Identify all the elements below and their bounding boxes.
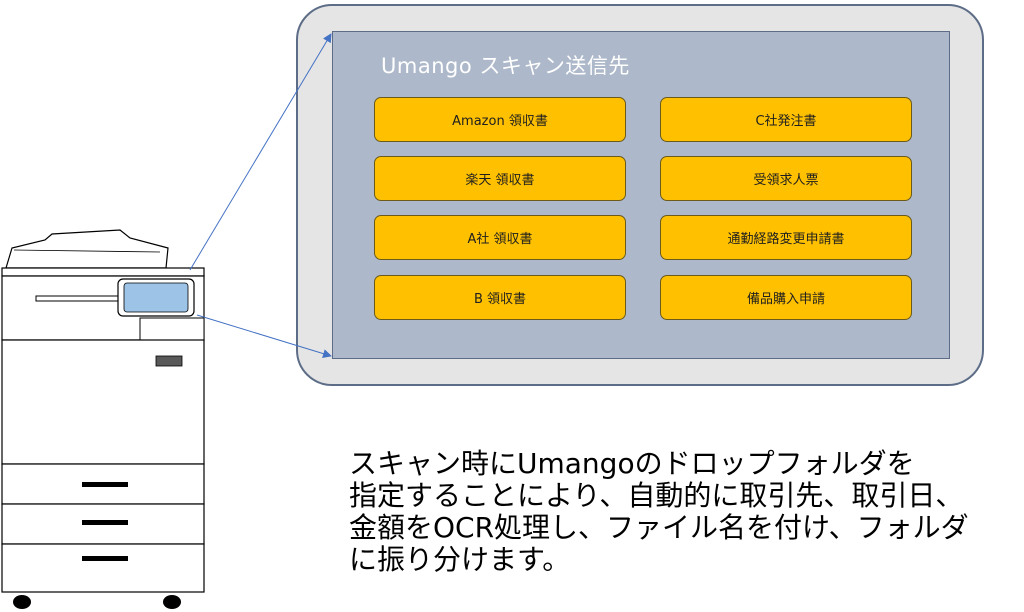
- paper-tray-1: [1, 463, 205, 505]
- caster-left: [13, 595, 31, 609]
- dest-button-rakuten-receipt[interactable]: 楽天 領収書: [374, 156, 626, 201]
- document-feeder: [5, 229, 169, 269]
- dest-button-commute-change[interactable]: 通勤経路変更申請書: [660, 215, 912, 260]
- dest-button-b-receipt[interactable]: B 領収書: [374, 275, 626, 320]
- description-line: 金額をOCR処理し、ファイル名を付け、フォルダ: [349, 511, 969, 544]
- scanner-lid: [1, 267, 205, 277]
- copier-touchscreen: [123, 282, 189, 313]
- paper-tray-3: [1, 543, 205, 593]
- panel-title: Umango スキャン送信先: [381, 54, 630, 78]
- feeder-edge: [13, 249, 161, 253]
- control-panel-recess: [139, 317, 205, 343]
- dest-button-supply-purchase[interactable]: 備品購入申請: [660, 275, 912, 320]
- copier-illustration: [1, 229, 205, 609]
- description-line: に振り分けます。: [349, 543, 571, 576]
- tray-3-handle: [82, 556, 128, 561]
- description-text: スキャン時にUmangoのドロップフォルダを 指定することにより、自動的に取引先…: [349, 448, 1019, 576]
- description-line: スキャン時にUmangoのドロップフォルダを: [349, 447, 915, 480]
- dest-button-c-purchase-order[interactable]: C社発注書: [660, 97, 912, 142]
- tray-1-handle: [82, 482, 128, 487]
- dest-button-a-receipt[interactable]: A社 領収書: [374, 215, 626, 260]
- tray-2-handle: [82, 520, 128, 525]
- output-tray-slot: [35, 295, 125, 302]
- description-line: 指定することにより、自動的に取引先、取引日、: [349, 479, 964, 512]
- power-switch: [155, 355, 183, 367]
- caster-right: [163, 595, 181, 609]
- dest-button-job-offer[interactable]: 受領求人票: [660, 156, 912, 201]
- dest-button-amazon-receipt[interactable]: Amazon 領収書: [374, 97, 626, 142]
